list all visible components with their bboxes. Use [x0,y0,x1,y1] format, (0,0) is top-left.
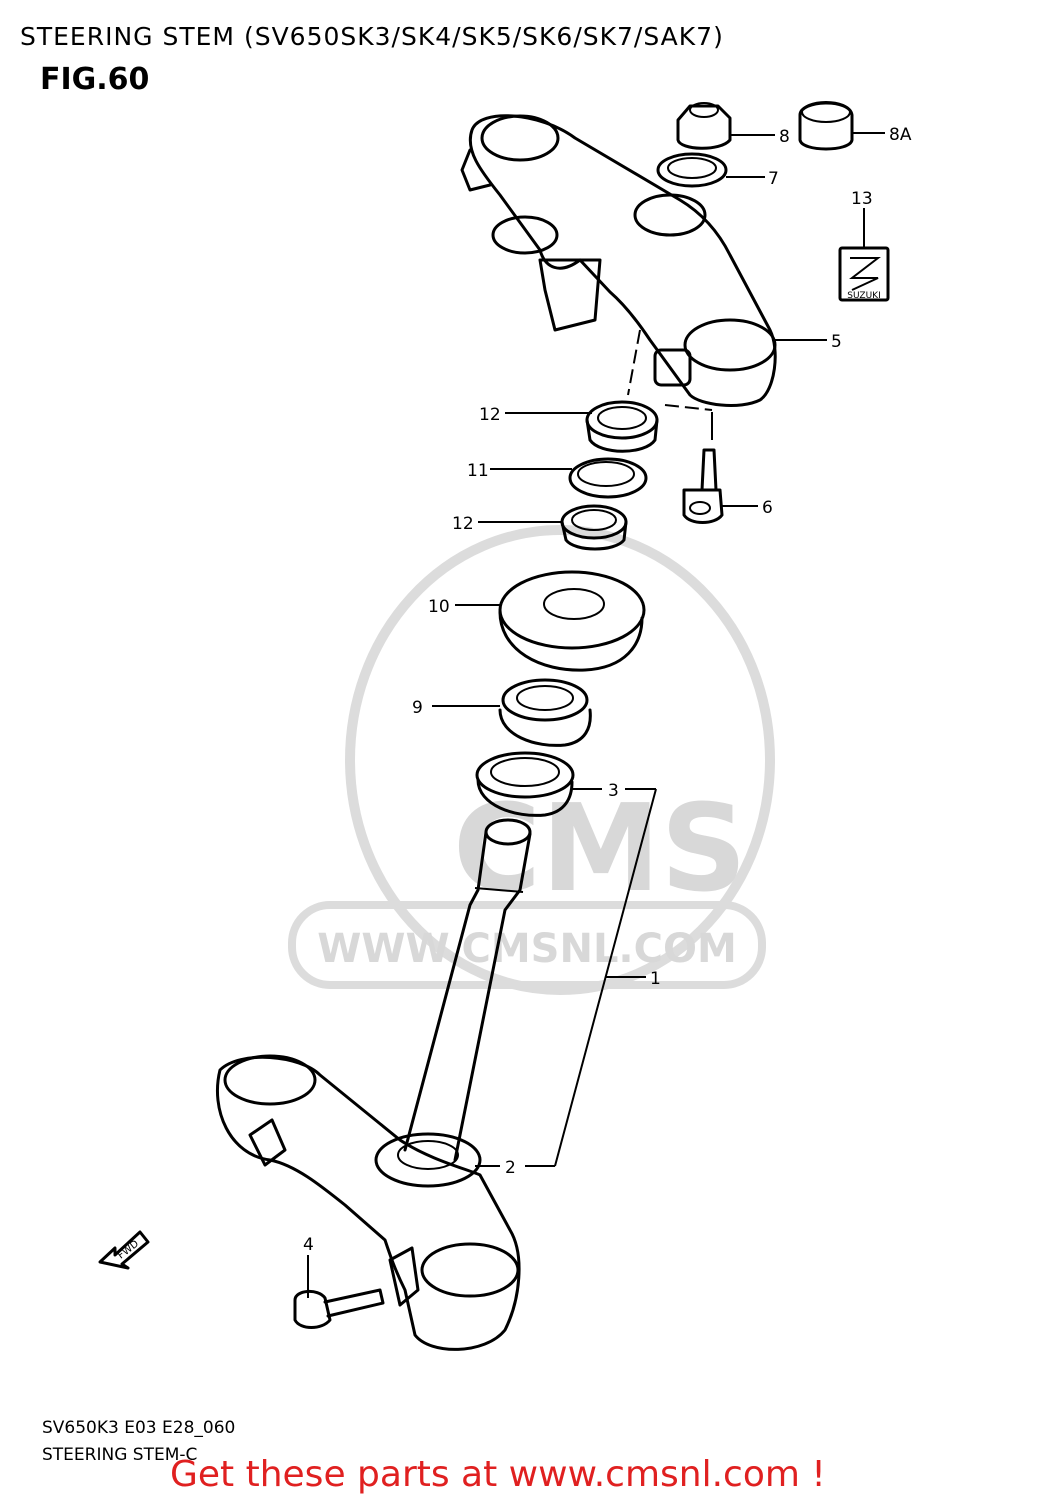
callout-1: 1 [650,969,661,989]
bolt-6 [682,448,724,524]
callout-7: 7 [768,169,779,189]
bearing-9 [498,678,592,747]
lower-bracket-2 [215,1054,521,1351]
steering-stem-1 [403,818,532,1162]
watermark-logo: CMS [453,780,747,919]
lock-nut-12-upper [585,400,659,453]
callout-11: 11 [467,461,489,481]
callout-4: 4 [303,1235,314,1255]
emblem-text: SUZUKI [847,291,880,301]
washer-11 [568,457,648,499]
dust-seal-10 [498,570,646,672]
cap-nut-8a [798,101,854,151]
page-title: STEERING STEM (SV650SK3/SK4/SK5/SK6/SK7/… [20,22,724,51]
callout-8a: 8A [889,125,912,145]
bearing-3 [475,751,575,817]
callout-12-lower: 12 [452,514,474,534]
watermark-url: WWW.CMSNL.COM [317,926,737,972]
forward-arrow-icon: FWD [98,1230,150,1270]
callout-12-upper: 12 [479,405,501,425]
callout-6: 6 [762,498,773,518]
suzuki-emblem-13: SUZUKI [838,246,890,302]
callout-8: 8 [779,127,790,147]
callout-3: 3 [608,781,619,801]
callout-9: 9 [412,698,423,718]
callout-13: 13 [851,189,873,209]
bolt-4 [293,1288,385,1329]
callout-2: 2 [505,1158,516,1178]
figure-number: FIG.60 [40,62,150,97]
diagram-name: STEERING STEM-C [42,1445,198,1465]
cap-nut-8 [676,102,732,150]
upper-bracket [460,114,777,440]
promo-link[interactable]: Get these parts at www.cmsnl.com ! [170,1454,826,1495]
callout-10: 10 [428,597,450,617]
watermark: CMS WWW.CMSNL.COM [288,525,775,995]
diagram-code: SV650K3 E03 E28_060 [42,1418,236,1438]
callout-5: 5 [831,332,842,352]
washer-7 [656,152,728,188]
